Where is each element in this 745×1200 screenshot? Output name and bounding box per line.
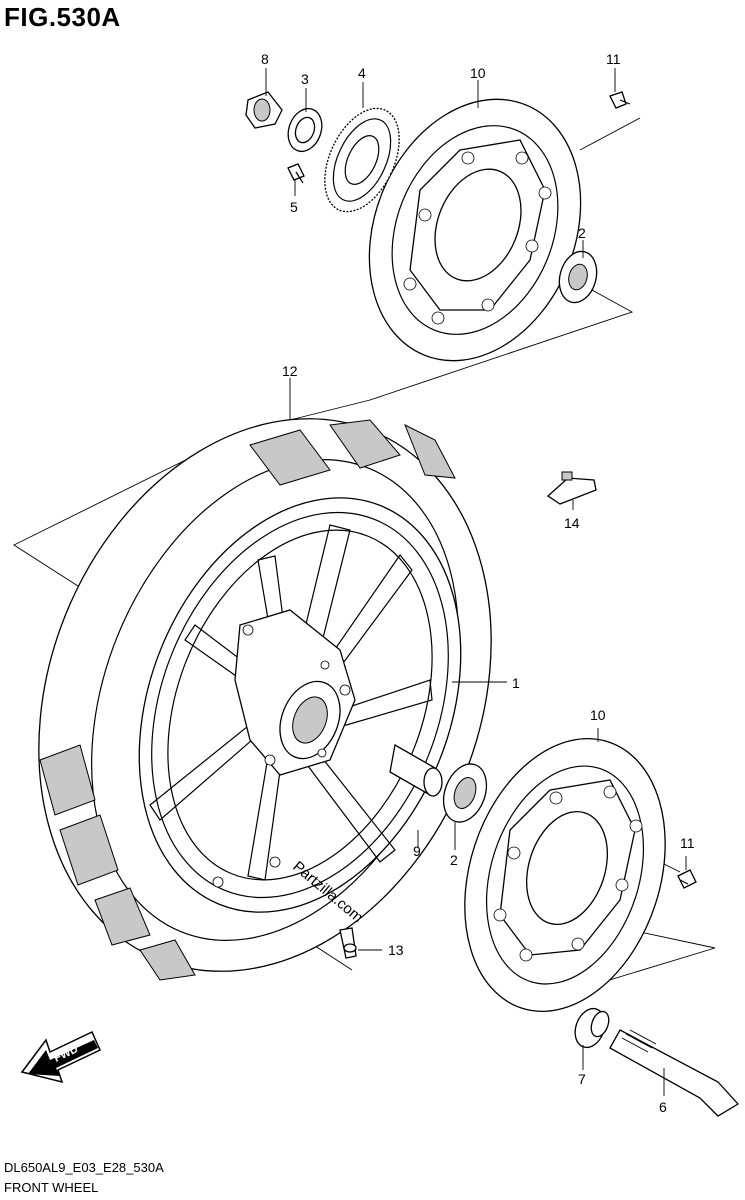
tire-valve [339, 927, 357, 959]
callout-4: 4 [358, 65, 366, 81]
callout-12: 12 [282, 363, 298, 379]
sensor-rotor [324, 107, 400, 213]
callout-1: 1 [512, 675, 520, 691]
bearing-lower [442, 763, 488, 823]
callout-10-lower: 10 [590, 707, 606, 723]
callout-3: 3 [301, 71, 309, 87]
bolt-disc-lower [677, 869, 697, 889]
wheel-rim [138, 497, 462, 913]
figure-title: FIG.530A [4, 2, 121, 32]
spokes [149, 524, 433, 881]
balancer-weight [546, 471, 597, 505]
oil-seal [287, 107, 323, 153]
callout-7: 7 [578, 1071, 586, 1087]
callout-11-lower: 11 [680, 835, 695, 851]
callout-9: 9 [413, 843, 421, 859]
spacer [389, 743, 443, 797]
callout-14: 14 [564, 515, 580, 531]
brake-disc-lower [464, 738, 666, 1012]
front-axle [609, 1029, 740, 1117]
callout-2-upper: 2 [578, 225, 586, 241]
bolt-disc-upper [609, 91, 631, 109]
screw-rotor [287, 163, 305, 184]
callout-6: 6 [659, 1099, 667, 1115]
callout-labels: 1 2 2 3 4 5 6 7 8 9 10 10 11 11 12 13 14 [261, 51, 695, 1115]
callout-10-upper: 10 [470, 65, 486, 81]
callout-13: 13 [388, 942, 404, 958]
callout-8: 8 [261, 51, 269, 67]
callout-5: 5 [290, 199, 298, 215]
axle-collar [574, 1007, 610, 1049]
leader-lines [265, 68, 687, 1096]
callout-2-lower: 2 [450, 852, 458, 868]
brake-disc-upper [368, 98, 582, 362]
fwd-arrow: FWD [20, 1030, 101, 1084]
callout-11-upper: 11 [606, 51, 621, 67]
diagram-name: FRONT WHEEL [4, 1180, 99, 1195]
bearing-upper [558, 250, 598, 304]
collar [245, 91, 283, 129]
diagram-code: DL650AL9_E03_E28_530A [4, 1160, 164, 1175]
